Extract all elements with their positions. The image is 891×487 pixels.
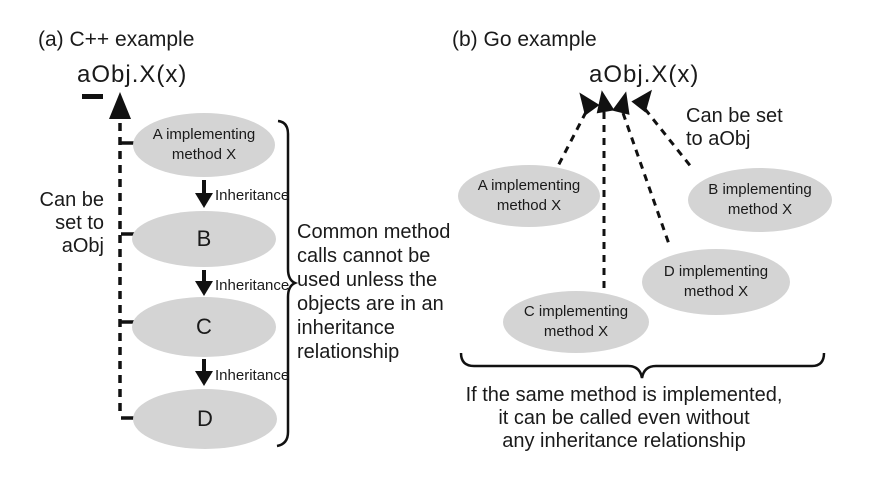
dashed-link-a [556,111,588,167]
node-b-go: B implementing method X [688,168,832,232]
node-c-go-label: C implementing method X [523,303,629,340]
node-d-go: D implementing method X [642,249,790,315]
node-c-go: C implementing method X [503,291,649,353]
node-a-cpp: A implementing method X [133,113,275,177]
node-c-cpp-label: C [196,314,212,340]
node-b-cpp-label: B [196,226,212,252]
panel-b-call-expression: aObj.X(x) [589,61,700,88]
dashed-link-d [621,112,672,248]
converging-arrowheads-icon [579,89,653,116]
inheritance-arrow-1 [195,180,213,208]
panel-a-brace-note: Common method calls cannot be used unles… [297,221,451,363]
dashed-link-b [643,108,694,169]
panel-b-title: (b) Go example [452,28,597,51]
inheritance-label-3: Inheritance [215,367,290,384]
node-d-cpp: D [133,389,277,449]
receiver-slot-dash [82,94,103,99]
node-d-go-label: D implementing method X [663,263,769,300]
right-curly-brace [276,119,299,448]
inheritance-arrow-2 [195,270,213,296]
node-d-cpp-label: D [197,406,213,432]
panel-a-title: (a) C++ example [38,28,195,51]
node-a-go: A implementing method X [458,165,600,227]
node-a-go-label: A implementing method X [477,177,581,214]
panel-b-side-note: Can be set to aObj [686,105,783,150]
up-arrowhead-icon [109,92,131,119]
bottom-curly-brace [459,352,826,379]
panel-a-side-note: Can be set to aObj [39,189,105,257]
node-a-cpp-label: A implementing method X [152,126,256,163]
node-b-cpp: B [132,211,276,267]
inheritance-label-1: Inheritance [215,187,290,204]
inheritance-arrow-3 [195,359,213,386]
panel-b-caption: If the same method is implemented, it ca… [465,384,783,452]
panel-a-call-expression: aObj.X(x) [77,61,188,88]
inheritance-label-2: Inheritance [215,277,290,294]
node-c-cpp: C [132,297,276,357]
node-b-go-label: B implementing method X [708,181,812,218]
